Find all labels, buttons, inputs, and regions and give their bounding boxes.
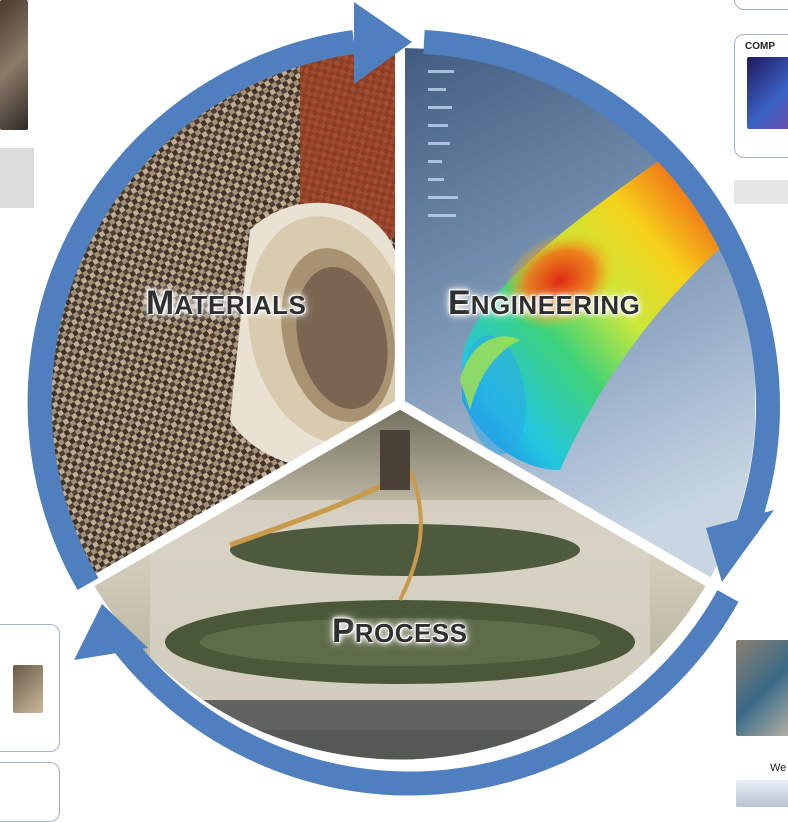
background-card-bottom-left-1 [0, 624, 60, 752]
engineering-label-initial: E [448, 284, 471, 322]
background-card-top-right-1 [734, 0, 788, 10]
process-label-initial: P [332, 612, 355, 650]
segment-dividers [83, 35, 717, 589]
background-photo-bottom-right [736, 640, 788, 736]
materials-label-initial: M [146, 284, 175, 322]
arrow-head-top [354, 2, 412, 84]
engineering-label: ENGINEERING [448, 284, 640, 323]
materials-label-rest: ATERIALS [174, 290, 307, 320]
arrow-engineering-to-process [423, 30, 780, 535]
background-photo-top-left [0, 0, 28, 130]
materials-label: MATERIALS [146, 284, 306, 323]
background-bar-right [734, 180, 788, 204]
background-strip-bottom-right [736, 780, 788, 807]
background-card-thumbnail-left [13, 665, 43, 713]
arrow-head-right [706, 510, 774, 582]
arrow-materials-to-engineering [27, 30, 356, 590]
process-label: PROCESS [332, 612, 468, 651]
arrow-process-to-materials [110, 590, 739, 796]
background-card-thumbnail [747, 57, 788, 129]
background-bar-left [0, 148, 34, 208]
background-caption-bottom-right: We [770, 762, 787, 774]
engineering-label-rest: NGINEERING [470, 290, 641, 320]
background-card-text: COMP [745, 41, 775, 52]
cycle-arrows [27, 2, 780, 796]
arrow-head-left [74, 604, 148, 660]
process-label-rest: ROCESS [354, 618, 468, 648]
background-card-top-right-2: COMP [734, 34, 788, 158]
